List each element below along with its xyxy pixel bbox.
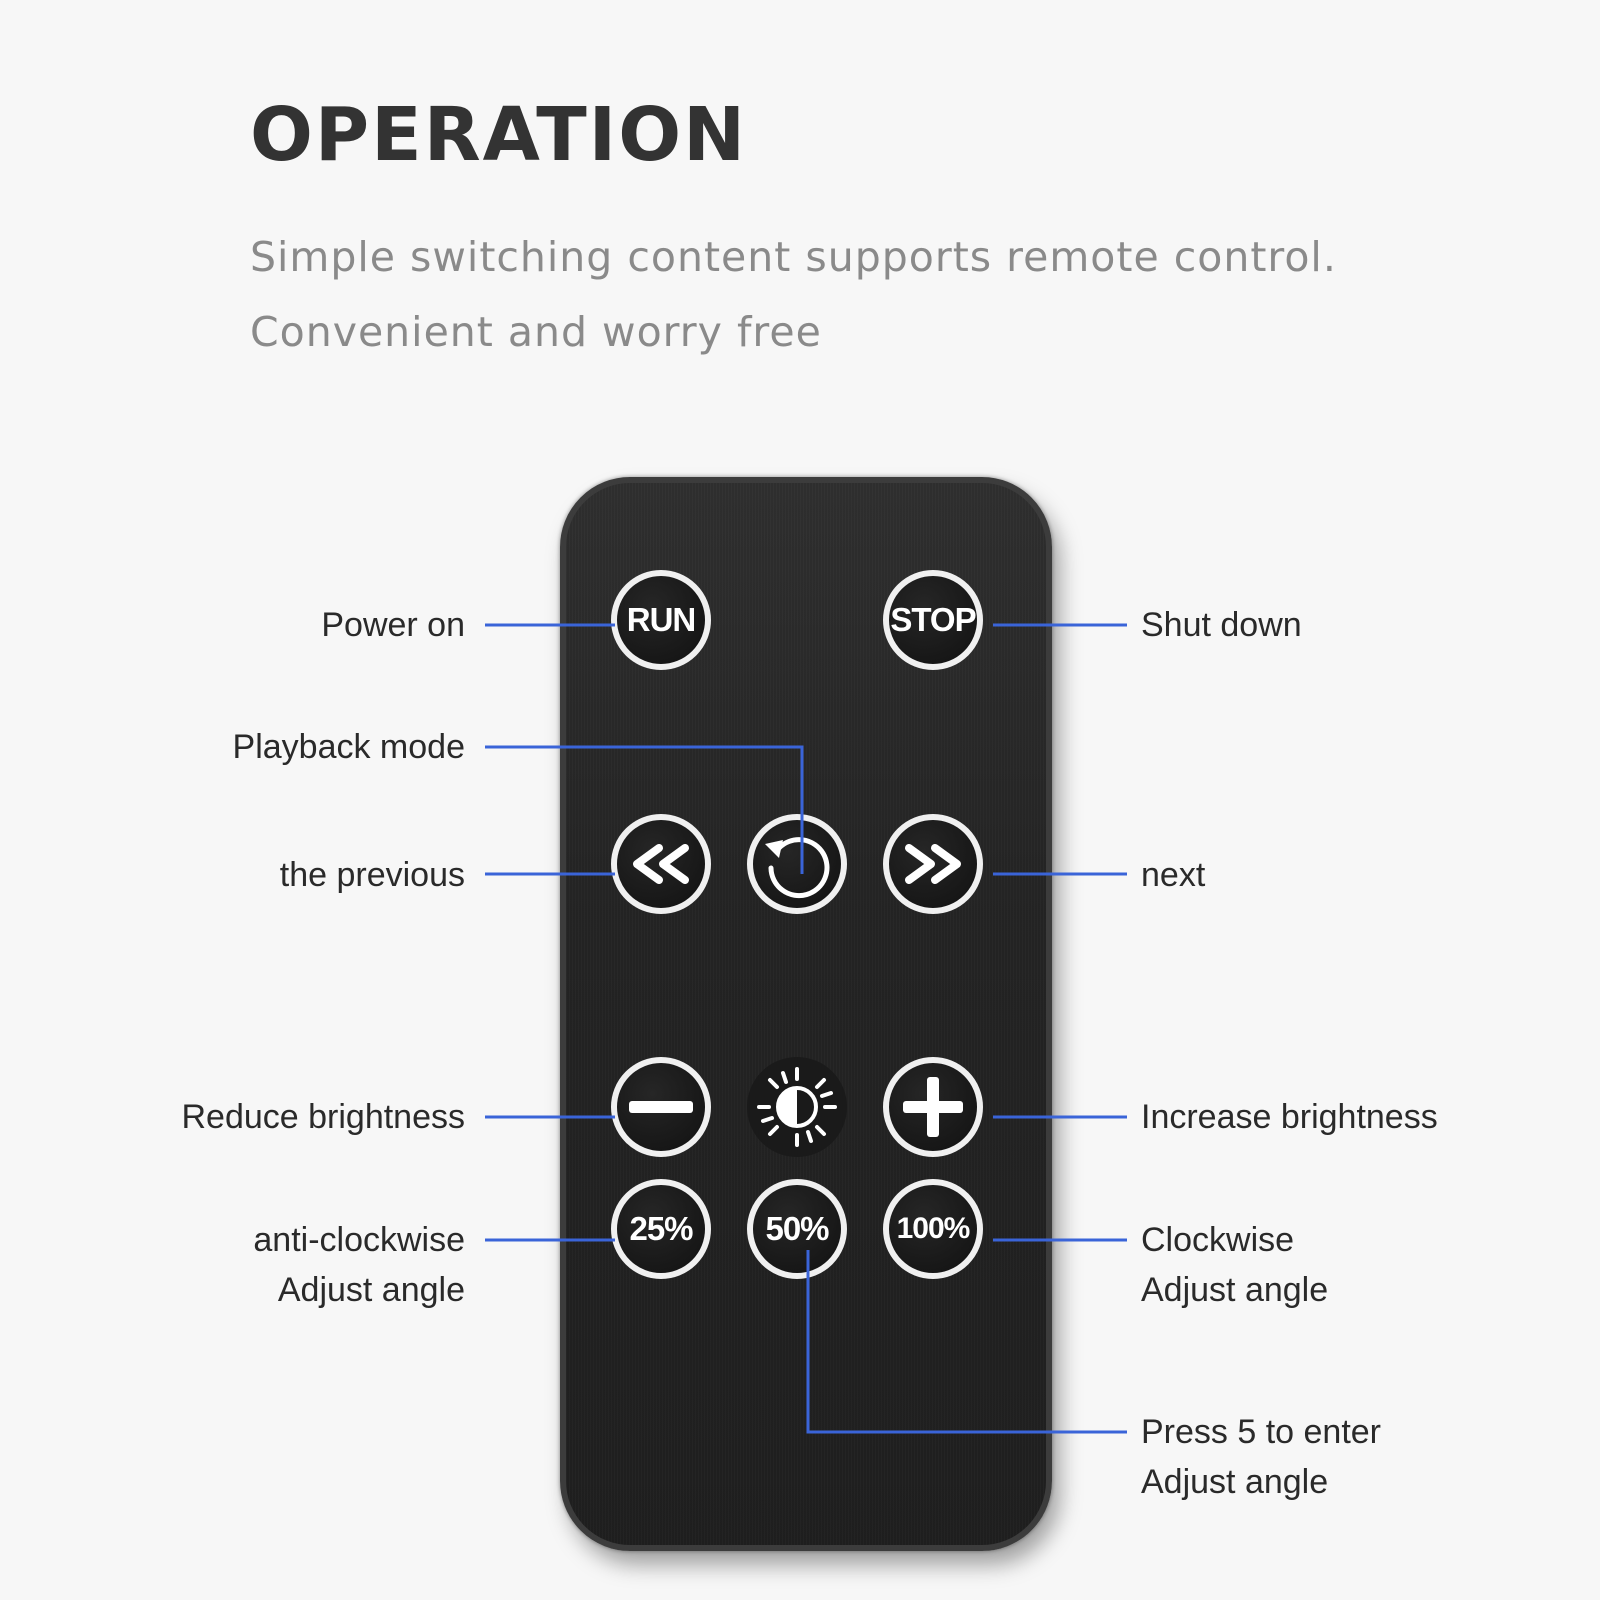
label-anticlockwise: anti-clockwise Adjust angle [253,1215,465,1315]
run-button[interactable]: RUN [611,570,711,670]
label-shut-down: Shut down [1141,606,1302,644]
label-next: next [1141,856,1206,894]
brightness-sun-icon [757,1067,837,1147]
pct50-button-label: 50% [765,1210,829,1247]
next-button[interactable] [883,814,983,914]
label-increase-brightness: Increase brightness [1141,1098,1438,1136]
page-title: OPERATION [250,92,748,178]
stop-button[interactable]: STOP [883,570,983,670]
reduce-brightness-button[interactable] [611,1057,711,1157]
increase-brightness-button[interactable] [883,1057,983,1157]
label-press5-line2: Adjust angle [1141,1463,1329,1501]
pct25-button[interactable]: 25% [611,1179,711,1279]
plus-icon [903,1077,963,1137]
previous-button[interactable] [611,814,711,914]
minus-icon [629,1101,693,1113]
label-anticlockwise-line1: anti-clockwise [253,1221,465,1259]
pct100-button[interactable]: 100% [883,1179,983,1279]
label-clockwise-line2: Adjust angle [1141,1271,1329,1309]
label-press5: Press 5 to enter Adjust angle [1141,1407,1381,1507]
subtitle-line-1: Simple switching content supports remote… [250,233,1337,281]
brightness-indicator [747,1057,847,1157]
label-press5-line1: Press 5 to enter [1141,1413,1382,1451]
loop-icon [765,837,830,899]
run-button-label: RUN [626,601,696,638]
label-power-on: Power on [321,606,465,644]
label-reduce-brightness: Reduce brightness [181,1098,465,1136]
label-playback-mode: Playback mode [232,728,465,766]
pct50-button[interactable]: 50% [747,1179,847,1279]
rewind-icon [633,844,689,884]
subtitle-line-2: Convenient and worry free [250,308,822,356]
stop-button-label: STOP [890,601,976,638]
playback-mode-button[interactable] [747,814,847,914]
fast-forward-icon [905,844,961,884]
label-anticlockwise-line2: Adjust angle [277,1271,465,1309]
pct25-button-label: 25% [629,1210,693,1247]
label-clockwise: Clockwise Adjust angle [1141,1215,1328,1315]
label-previous: the previous [279,856,465,894]
label-clockwise-line1: Clockwise [1141,1221,1295,1259]
pct100-button-label: 100% [896,1212,971,1245]
